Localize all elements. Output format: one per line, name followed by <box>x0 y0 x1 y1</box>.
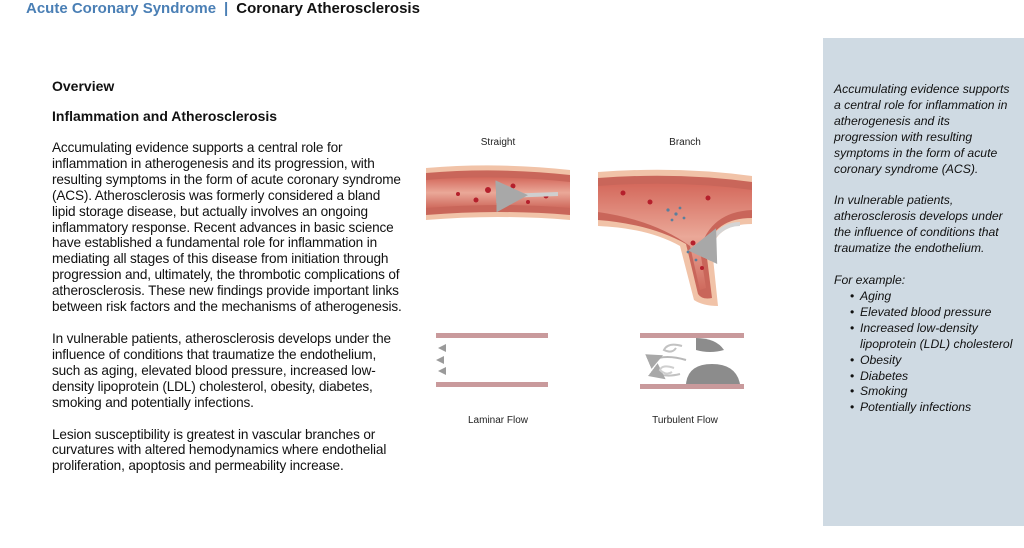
body-paragraph-3: Lesion susceptibility is greatest in vas… <box>52 426 387 474</box>
list-item: Diabetes <box>850 369 1014 385</box>
list-item: Potentially infections <box>850 400 1014 416</box>
list-item: Obesity <box>850 353 1014 369</box>
sidebar-example-list: Aging Elevated blood pressure Increased … <box>834 289 1014 416</box>
turbulent-flow-label: Turbulent Flow <box>652 415 719 426</box>
section-subheading: Inflammation and Atherosclerosis <box>52 108 278 124</box>
sidebar-paragraph-2: In vulnerable patients, atherosclerosis … <box>834 193 1003 256</box>
straight-vessel <box>426 165 570 220</box>
list-item: Increased low-density lipoprotein (LDL) … <box>850 321 1014 353</box>
list-item: Aging <box>850 289 1014 305</box>
straight-label: Straight <box>481 137 516 148</box>
sidebar-text: Accumulating evidence supports a central… <box>834 82 1014 416</box>
list-item: Smoking <box>850 384 1014 400</box>
body-text: Accumulating evidence supports a central… <box>52 140 404 490</box>
flow-illustration-svg: Straight Branch <box>426 137 752 426</box>
sidebar-paragraph-1: Accumulating evidence supports a central… <box>834 82 1010 176</box>
list-item: Elevated blood pressure <box>850 305 1014 321</box>
topic-title: Coronary Atherosclerosis <box>236 0 420 17</box>
breadcrumb-header: Acute Coronary Syndrome | Coronary Atheros… <box>26 0 420 20</box>
branch-label: Branch <box>669 137 701 148</box>
title-separator: | <box>224 0 229 17</box>
section-title: Acute Coronary Syndrome <box>26 0 217 17</box>
summary-sidebar: Accumulating evidence supports a central… <box>823 38 1024 526</box>
laminar-flow-label: Laminar Flow <box>468 415 529 426</box>
body-paragraph-2: In vulnerable patients, atherosclerosis … <box>52 330 391 410</box>
laminar-flow-diagram <box>436 333 568 387</box>
turbulent-flow-diagram <box>640 333 744 389</box>
flow-illustration: Straight Branch <box>418 128 752 432</box>
overview-heading: Overview <box>52 78 115 94</box>
branch-vessel <box>598 169 752 306</box>
sidebar-example-intro: For example: <box>834 273 906 288</box>
body-paragraph-1: Accumulating evidence supports a central… <box>52 140 402 315</box>
